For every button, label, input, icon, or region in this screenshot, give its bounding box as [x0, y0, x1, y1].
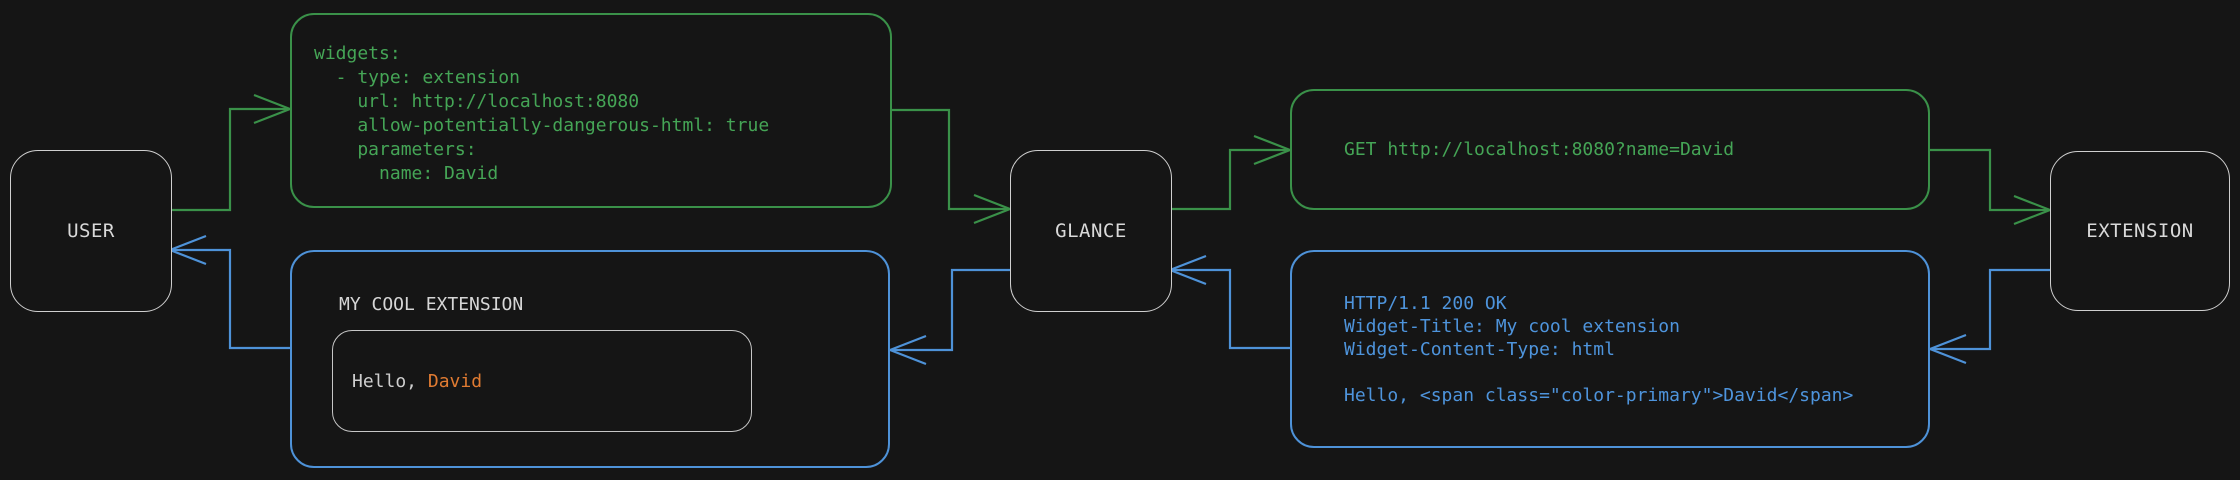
node-glance-label: GLANCE — [1055, 220, 1127, 242]
config-line: url: http://localhost:8080 — [314, 91, 640, 112]
greeting-name: David — [427, 370, 483, 392]
node-user: USER — [10, 150, 172, 312]
edge-glance-to-widget — [886, 268, 1010, 366]
request-line: GET http://localhost:8080?name=David — [1344, 139, 1735, 160]
response-line: Widget-Title: My cool extension — [1344, 316, 1680, 337]
config-line: name: David — [314, 163, 499, 184]
config-line: parameters: — [314, 139, 477, 160]
config-yaml-box: widgets: - type: extension url: http://l… — [290, 13, 892, 208]
edge-config-to-glance — [892, 108, 1014, 225]
config-line: widgets: — [314, 43, 401, 64]
edge-line — [892, 268, 1010, 352]
widget-title: MY COOL EXTENSION — [339, 294, 524, 315]
edge-request-to-extension — [1930, 148, 2054, 226]
response-line: Widget-Content-Type: html — [1344, 339, 1615, 360]
edge-line — [1930, 148, 2048, 212]
arrowhead-icon — [886, 334, 927, 366]
edge-user-to-config — [170, 93, 294, 212]
node-extension-label: EXTENSION — [2086, 220, 2194, 242]
response-line — [1344, 361, 1908, 384]
edge-line — [1932, 268, 2050, 351]
edge-response-to-glance — [1166, 254, 1290, 350]
widget-output-box: Hello, David — [332, 330, 752, 432]
response-line: HTTP/1.1 200 OK — [1344, 293, 1507, 314]
widget-greeting: Hello, David — [352, 371, 482, 392]
config-line: allow-potentially-dangerous-html: true — [314, 115, 770, 136]
edge-widget-to-user — [166, 234, 290, 350]
arrowhead-icon — [1926, 333, 1967, 365]
response-line: Hello, <span class="color-primary">David… — [1344, 385, 1854, 406]
rendered-widget-box: MY COOL EXTENSION Hello, David — [290, 250, 890, 468]
http-request-box: GET http://localhost:8080?name=David — [1290, 89, 1930, 210]
greeting-prefix: Hello, — [352, 370, 428, 392]
edge-extension-to-response — [1926, 268, 2050, 365]
node-extension: EXTENSION — [2050, 151, 2230, 311]
node-glance: GLANCE — [1010, 150, 1172, 312]
edge-line — [170, 107, 288, 212]
config-line: - type: extension — [314, 67, 520, 88]
edge-glance-to-request — [1170, 134, 1294, 211]
edge-line — [892, 108, 1008, 211]
http-response-box: HTTP/1.1 200 OK Widget-Title: My cool ex… — [1290, 250, 1930, 448]
node-user-label: USER — [67, 220, 115, 242]
edge-line — [172, 248, 290, 350]
edge-line — [1170, 148, 1288, 211]
edge-line — [1172, 268, 1290, 350]
